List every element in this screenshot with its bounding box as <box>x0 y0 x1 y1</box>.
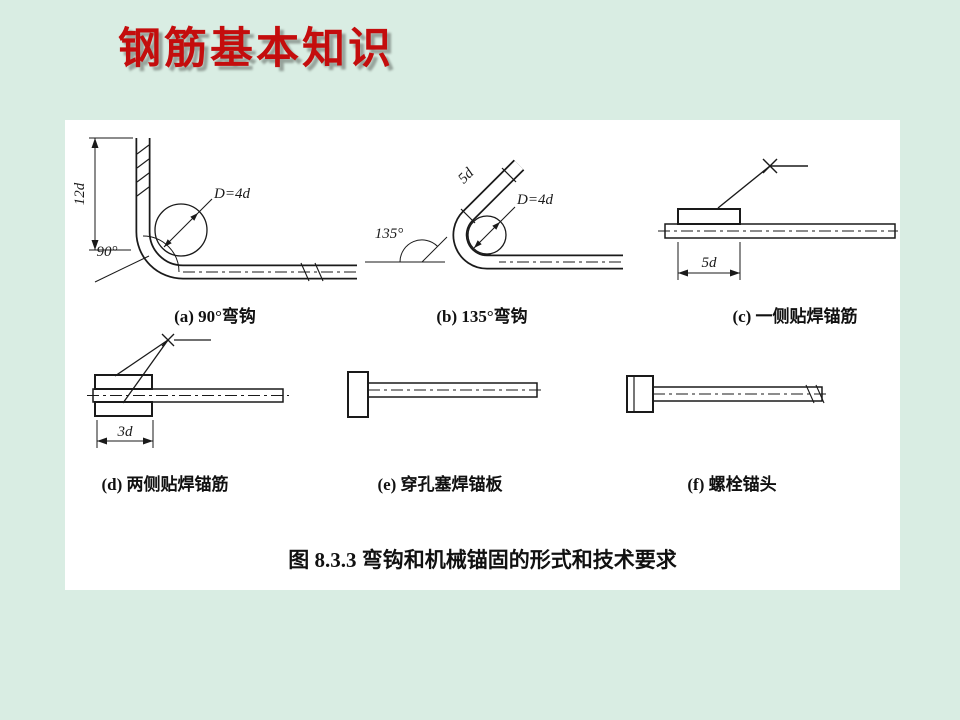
anchor-plate <box>347 371 369 418</box>
diagram-c-label: (c) 一侧贴焊锚筋 <box>732 307 858 326</box>
welded-anchor-bar <box>677 208 741 225</box>
bolt-head <box>626 375 654 413</box>
main-bar <box>658 223 898 239</box>
diagram-d-label: (d) 两侧贴焊锚筋 <box>101 475 229 494</box>
figure-caption: 图 8.3.3 弯钩和机械锚固的形式和技术要求 <box>288 548 677 572</box>
weld-symbol-icon <box>762 158 778 174</box>
diagram-one-side-welded-anchor: 5d <box>658 158 898 280</box>
diagram-f-label: (f) 螺栓锚头 <box>687 475 777 494</box>
angle-annotation-135: 135° <box>365 226 448 263</box>
angle-label-135: 135° <box>375 226 404 242</box>
angle-annotation-90: 90° <box>94 235 180 283</box>
hatch-marks <box>136 144 150 197</box>
length-dimension-12d: 12d <box>72 137 133 251</box>
main-bar <box>87 388 289 403</box>
length-label-12d: 12d <box>72 182 88 205</box>
diagram-b-label: (b) 135°弯钩 <box>436 307 528 326</box>
diagram-a-label: (a) 90°弯钩 <box>174 307 256 326</box>
rebar-90-hook <box>135 138 359 282</box>
diameter-label: D=4d <box>213 186 250 202</box>
dimension-ticks-5d <box>460 167 517 224</box>
slide-title: 钢筋基本知识 <box>118 25 394 73</box>
rebar-135-hook <box>452 159 623 270</box>
diameter-label: D=4d <box>516 192 553 208</box>
weld-symbol-icon <box>161 333 175 347</box>
length-annotation-5d: 5d <box>455 165 477 187</box>
diagram-90-degree-hook: D=4d 12d 90° <box>72 137 359 283</box>
figure-panel: D=4d 12d 90° <box>65 120 900 590</box>
break-ticks <box>805 384 825 404</box>
length-label-3d: 3d <box>117 424 134 440</box>
length-label-5d: 5d <box>455 165 477 187</box>
break-ticks <box>300 262 324 282</box>
welded-anchor-bar-bottom <box>94 401 153 417</box>
weld-callout <box>114 333 211 404</box>
main-bar <box>367 382 545 398</box>
welded-anchor-bar-top <box>94 374 153 390</box>
length-dimension-3d: 3d <box>96 420 154 448</box>
diagram-e-label: (e) 穿孔塞焊锚板 <box>377 475 503 494</box>
bend-diameter-annotation: D=4d <box>467 192 553 255</box>
length-label-5d: 5d <box>702 255 718 271</box>
weld-callout <box>717 158 808 209</box>
diagram-plug-welded-anchor-plate <box>347 371 545 418</box>
angle-label-90: 90° <box>97 244 118 260</box>
diagram-bolt-anchor-head <box>626 375 830 413</box>
bend-diameter-annotation: D=4d <box>154 186 250 257</box>
main-bar <box>652 384 830 404</box>
length-dimension-5d: 5d <box>677 242 741 280</box>
diagram-two-side-welded-anchor: 3d <box>87 333 289 448</box>
diagram-135-degree-hook: D=4d 5d 135° <box>365 159 623 270</box>
